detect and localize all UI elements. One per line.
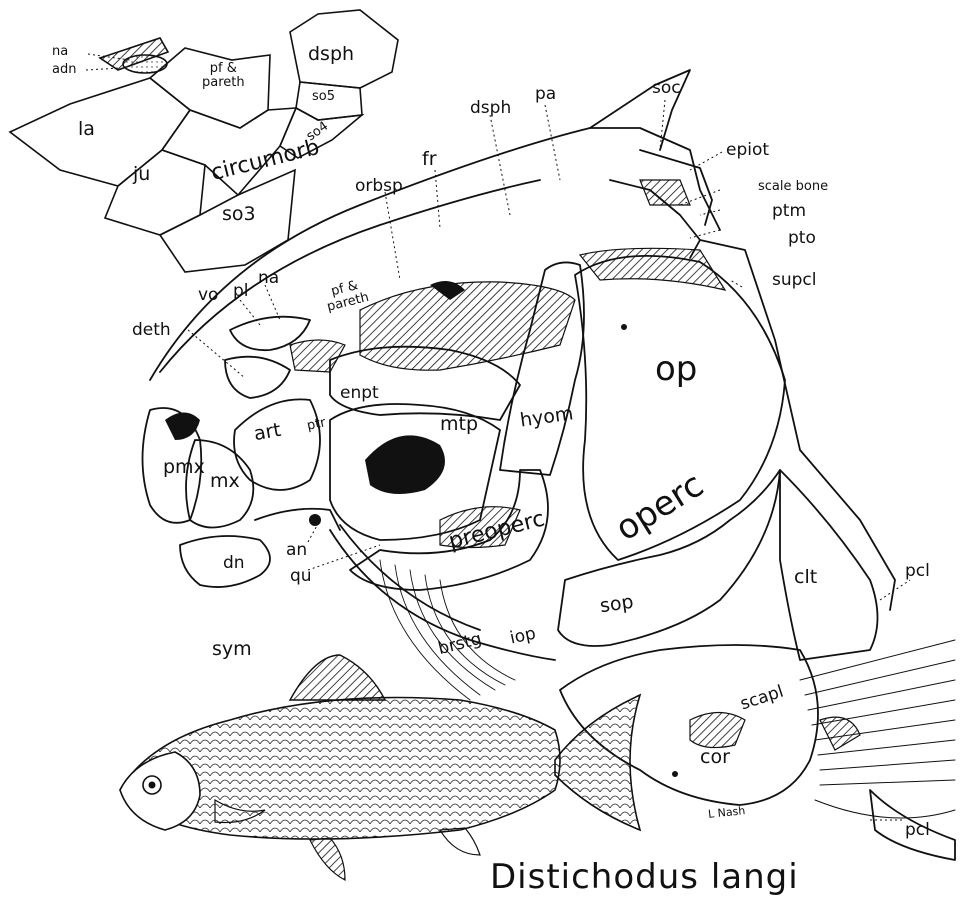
label-so5-inset: so5	[312, 90, 335, 103]
label-fr: fr	[422, 150, 437, 169]
label-deth: deth	[132, 322, 171, 339]
label-pf-pareth-inset: pf & pareth	[202, 62, 245, 89]
fish-head	[120, 752, 200, 830]
label-la-inset: la	[78, 120, 95, 139]
inset-la-bone	[10, 78, 190, 186]
label-sop: sop	[599, 593, 635, 616]
label-epiot: epiot	[726, 142, 769, 159]
label-dsph-inset: dsph	[308, 45, 354, 64]
label-pcl-bottom: pcl	[905, 822, 930, 839]
figure-title: Distichodus langi	[490, 860, 799, 894]
label-adn-inset: adn	[52, 63, 76, 76]
label-ju-inset: ju	[133, 165, 150, 184]
label-sym: sym	[212, 640, 252, 659]
label-mtp: mtp	[440, 415, 478, 434]
label-dsph: dsph	[470, 100, 511, 117]
label-cor: cor	[700, 748, 730, 767]
label-enpt: enpt	[340, 385, 379, 402]
label-soc: soc	[652, 80, 681, 97]
fish-tail	[555, 695, 640, 830]
label-pmx: pmx	[163, 458, 205, 477]
label-op: op	[655, 352, 697, 386]
cleithrum-outline	[780, 470, 878, 660]
label-so3-inset: so3	[222, 205, 256, 224]
inset-ju-bone	[105, 150, 205, 235]
label-art: art	[253, 421, 283, 444]
label-vo: vo	[198, 287, 218, 304]
label-scale-bone: scale bone	[758, 180, 828, 193]
label-ptr: ptr	[306, 416, 327, 433]
label-na-inset: na	[52, 45, 68, 58]
label-pto: pto	[788, 230, 816, 247]
label-na: na	[258, 270, 279, 287]
label-pcl-top: pcl	[905, 563, 930, 580]
label-supcl: supcl	[772, 272, 817, 289]
fish-pelvic-fin	[310, 838, 345, 880]
articular-outline	[234, 399, 320, 490]
label-qu: qu	[290, 568, 312, 585]
label-dn: dn	[223, 555, 245, 572]
label-pa: pa	[535, 86, 556, 103]
label-mx: mx	[210, 472, 240, 491]
label-an: an	[286, 542, 307, 559]
label-pl: pl	[233, 283, 249, 300]
label-ptm: ptm	[772, 203, 806, 220]
fish-dorsal-fin	[290, 655, 385, 700]
label-clt: clt	[794, 568, 817, 587]
label-orbsp: orbsp	[355, 178, 403, 195]
inset-adn-bone	[123, 55, 167, 73]
